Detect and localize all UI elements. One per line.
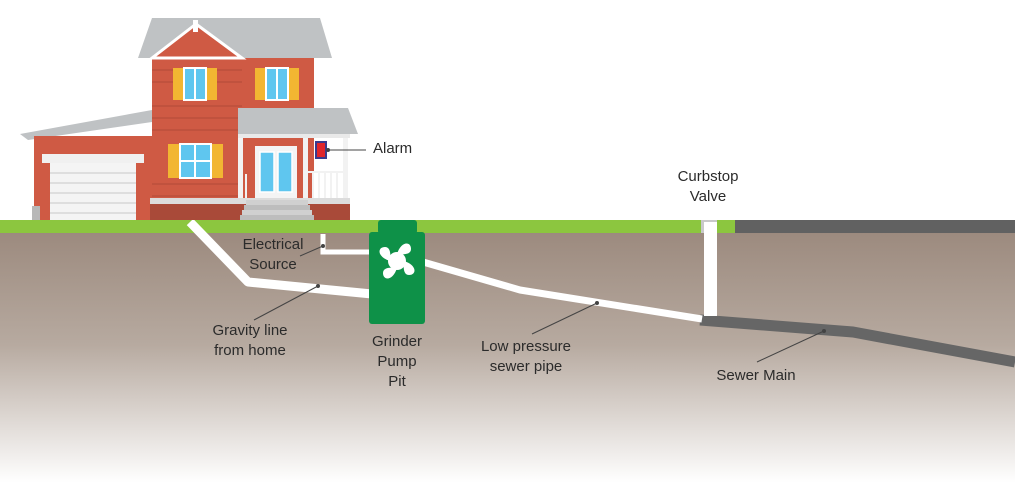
garage-trim: [42, 154, 144, 163]
gravity-leader: [253, 285, 319, 321]
alarm-box-icon: [315, 141, 327, 159]
front-steps: [240, 200, 314, 220]
soil: [0, 232, 1015, 483]
curbstop-valve-label: Curbstop Valve: [677, 168, 739, 205]
window-upper-left: [173, 67, 217, 101]
low-pressure-pipe: [422, 258, 703, 323]
fan-icon: [379, 243, 415, 279]
gable: [147, 22, 247, 60]
porch-railing: [240, 171, 343, 198]
low-pressure-pipe-label: Low pressure sewer pipe: [480, 338, 572, 375]
electrical-conduit: [320, 234, 372, 255]
leader-lines: [253, 148, 826, 363]
sewer-main-pipe: [699, 314, 1015, 368]
gravity-line-pipe: [186, 218, 373, 299]
gravity-line-label: Gravity line from home: [212, 322, 288, 359]
electrical-leader: [299, 245, 324, 257]
grinder-pump-pit-label: Grinder Pump Pit: [371, 333, 423, 390]
low-pressure-leader: [531, 302, 598, 335]
window-lower-left: [168, 143, 223, 179]
window-upper-right: [255, 67, 299, 101]
alarm-label: Alarm: [373, 140, 413, 157]
sewer-main-label: Sewer Main: [716, 367, 796, 384]
curbstop-riser: [704, 222, 717, 316]
garage-door: [50, 163, 136, 220]
sewer-main-leader: [756, 330, 825, 363]
road: [735, 220, 1015, 233]
grinder-pump-pit: [369, 220, 425, 324]
electrical-source-label: Electrical Source: [242, 236, 304, 273]
porch-roof: [238, 108, 358, 134]
garage-roof: [20, 110, 152, 140]
front-door: [255, 146, 297, 198]
grass-line: [0, 220, 735, 233]
house: [20, 18, 358, 220]
